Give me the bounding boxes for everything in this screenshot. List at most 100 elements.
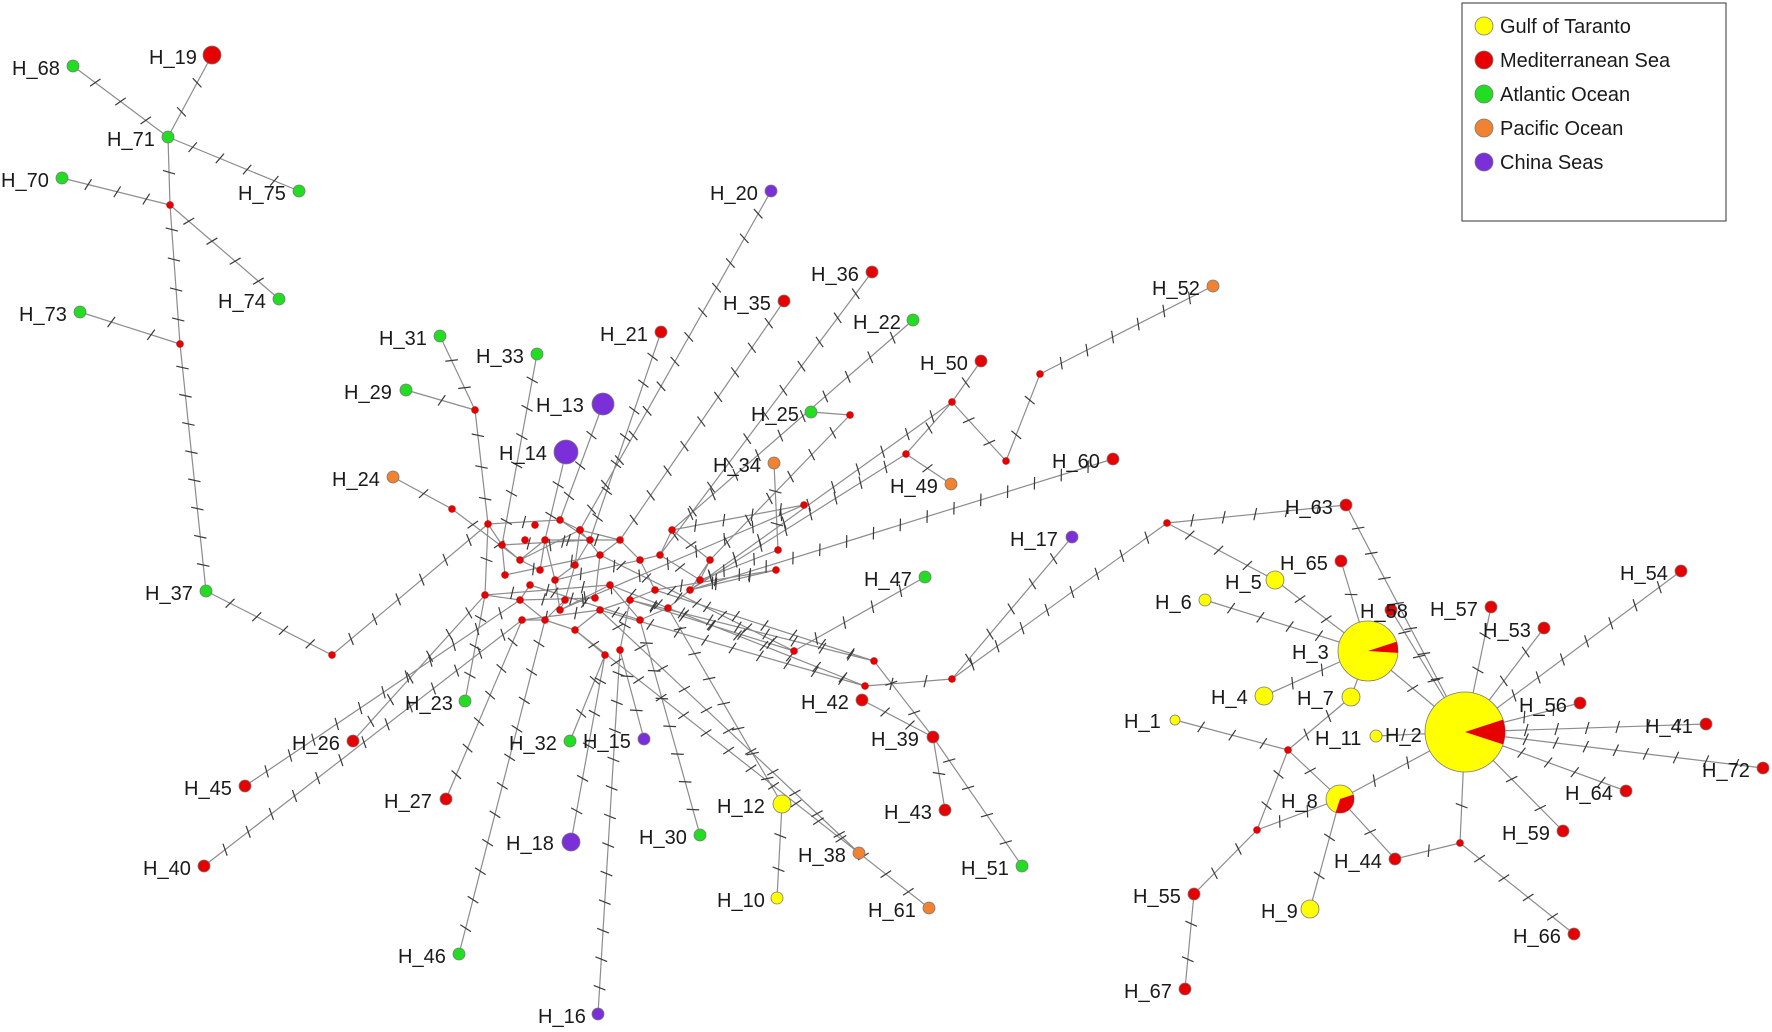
median-vector-node: [1253, 826, 1261, 834]
mutation-tick: [767, 635, 778, 646]
mutation-tick: [1455, 802, 1468, 809]
mutation-tick: [904, 427, 910, 441]
haplotype-node-h-58: [1384, 603, 1398, 617]
network-edge: [905, 453, 952, 485]
mutation-tick: [576, 774, 589, 782]
mutation-tick: [649, 600, 658, 612]
haplotype-label: H_60: [1052, 451, 1100, 473]
mutation-tick: [674, 563, 686, 572]
mutation-tick: [663, 725, 677, 728]
mutation-tick: [384, 718, 390, 731]
mutation-tick: [838, 673, 847, 686]
mutation-tick: [889, 331, 896, 344]
mutation-tick: [1320, 615, 1332, 624]
mutation-tick: [466, 533, 472, 547]
network-edge: [554, 559, 641, 581]
mutation-tick: [196, 563, 210, 567]
median-vector-node: [696, 576, 704, 584]
network-edge: [539, 539, 546, 571]
haplotype-node-h-10: [770, 891, 784, 905]
legend-swatch: [1474, 118, 1494, 138]
mutation-tick: [348, 632, 354, 646]
median-vector-node: [948, 398, 956, 406]
mutation-tick: [1291, 676, 1294, 690]
haplotype-label: H_18: [506, 833, 554, 855]
mutation-tick: [700, 728, 712, 737]
mutation-tick: [107, 316, 116, 328]
mutation-tick: [480, 556, 493, 563]
network-edge: [1345, 504, 1466, 733]
mutation-tick: [717, 701, 730, 706]
median-vector-node: [516, 556, 524, 564]
median-vectors: [166, 201, 1464, 847]
mutation-tick: [730, 366, 740, 378]
mutation-tick: [1284, 504, 1289, 518]
mutation-tick: [176, 365, 189, 370]
network-edge: [169, 204, 181, 345]
network-edge: [564, 564, 576, 601]
network-edge: [487, 523, 503, 546]
mutation-tick: [1364, 551, 1378, 555]
mutation-tick: [1412, 654, 1426, 659]
mediterranean-share-slice: [1335, 794, 1355, 814]
haplotype-label: H_5: [1225, 572, 1262, 594]
network-edge: [659, 529, 673, 556]
mutation-tick: [1144, 531, 1150, 544]
mutation-tick: [815, 336, 824, 348]
haplotype-label: H_36: [811, 264, 859, 286]
mutation-tick: [1615, 720, 1621, 734]
mutation-tick: [709, 488, 716, 501]
mutation-tick: [822, 390, 829, 403]
mutation-tick: [573, 606, 578, 620]
mutation-tick: [692, 598, 702, 608]
network-edge: [61, 177, 171, 206]
mutation-tick: [505, 489, 518, 497]
haplotype-label: H_72: [1702, 760, 1750, 782]
network-edge: [671, 504, 805, 531]
mutation-tick: [1554, 722, 1560, 736]
haplotype-node-h-42: [855, 693, 869, 707]
mutation-tick: [361, 736, 367, 749]
mutation-tick: [846, 647, 855, 659]
mutation-tick: [764, 317, 774, 329]
network-edge: [501, 544, 521, 561]
network-edge: [599, 609, 860, 854]
mutation-tick: [89, 78, 101, 87]
haplotype-label: H_6: [1155, 592, 1192, 614]
mutation-tick: [666, 557, 669, 570]
legend-label: Gulf of Taranto: [1500, 16, 1631, 38]
haplotype-label: H_3: [1292, 642, 1329, 664]
mutation-tick: [655, 697, 669, 700]
mutation-tick: [563, 491, 575, 501]
mutation-tick: [602, 842, 615, 848]
mutation-tick: [169, 287, 183, 292]
mutation-tick: [467, 895, 479, 904]
mutation-tick: [628, 406, 640, 415]
mutation-tick: [806, 498, 812, 512]
haplotype-label: H_27: [384, 791, 432, 813]
mutation-tick: [1273, 769, 1284, 779]
mutation-tick: [753, 208, 763, 219]
mutation-tick: [761, 408, 770, 421]
network-edge: [205, 590, 333, 656]
haplotype-node-h-45: [238, 779, 252, 793]
mutation-tick: [428, 654, 433, 667]
mutation-tick: [1597, 776, 1606, 788]
mutation-tick: [381, 686, 386, 699]
haplotype-label: H_57: [1430, 599, 1478, 621]
mutation-tick: [467, 520, 479, 529]
haplotype-label: H_21: [600, 324, 648, 346]
haplotype-label: H_59: [1502, 823, 1550, 845]
mutation-tick: [770, 521, 784, 527]
network-edge: [574, 629, 930, 909]
mutation-tick: [655, 693, 667, 702]
mutation-tick: [552, 480, 564, 489]
haplotype-node-h-26: [346, 734, 360, 748]
haplotype-label: H_31: [379, 328, 427, 350]
median-vector-node: [328, 651, 336, 659]
mutation-tick: [1546, 912, 1559, 921]
median-vector-node: [571, 626, 579, 634]
haplotype-label: H_74: [218, 291, 266, 313]
mutation-tick: [142, 193, 151, 205]
mutation-tick: [605, 785, 618, 791]
